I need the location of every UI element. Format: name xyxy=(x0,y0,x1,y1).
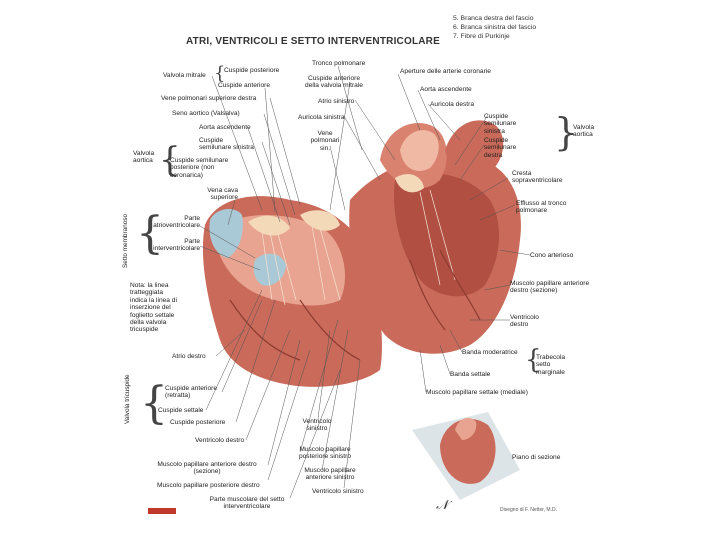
label-setto-membranoso: Setto membranoso xyxy=(122,214,129,268)
label-cuspide-semilunare-posteriore: Cuspide semilunare posteriore (non coron… xyxy=(170,157,229,179)
diagram-title: ATRI, VENTRICOLI E SETTO INTERVENTRICOLA… xyxy=(186,36,440,47)
label-valvola-mitrale: Valvola mitrale xyxy=(163,72,206,79)
label-ventricolo-sinistro-mid: Ventricolo sinistro xyxy=(302,418,332,433)
label-vene-polmonari-sin: Vene polmonari sin. xyxy=(310,130,340,152)
label-muscolo-papillare-anteriore-destro-top: Muscolo papillare anteriore destro (sezi… xyxy=(510,280,590,295)
label-cresta-sopraventricolare: Cresta sopraventricolare xyxy=(512,170,563,185)
label-ventricolo-destro-r: Ventricolo destro xyxy=(510,314,539,329)
label-muscolo-papillare-settale: Muscolo papillare settale (mediale) xyxy=(426,389,528,396)
label-atrio-sinistro: Atrio sinistro xyxy=(318,98,355,105)
label-cuspide-semilunare-destra: Cuspide semilunare destra xyxy=(484,137,517,159)
label-cuspide-settale: Cuspide settale xyxy=(158,407,204,414)
label-cuspide-anteriore-retratta: Cuspide anteriore (retratta) xyxy=(165,385,218,400)
label-ventricolo-sinistro-b: Ventricolo sinistro xyxy=(312,488,364,495)
brace-trabecola: { xyxy=(525,345,542,375)
label-muscolo-papillare-posteriore-sinistro: Muscolo papillare posteriore sinistro xyxy=(298,446,352,461)
red-footer-mark xyxy=(148,508,176,514)
label-muscolo-papillare-anteriore-destro: Muscolo papillare anteriore destro (sezi… xyxy=(157,461,257,476)
credit: Disegno di F. Netter, M.D. xyxy=(500,507,557,513)
label-piano-di-sezione: Piano di sezione xyxy=(512,454,561,461)
label-valvola-tricuspide: Valvola tricuspide xyxy=(124,374,131,424)
label-parte-atrioventricolare: Parte atrioventricolare xyxy=(153,215,200,230)
legend-item: 7. Fibre di Purkinje xyxy=(453,33,510,40)
label-auricola-sinistra: Auricola sinistra xyxy=(298,114,345,121)
label-tronco-polmonare: Tronco polmonare xyxy=(312,60,366,67)
label-seno-aortico: Seno aortico (Valsalva) xyxy=(172,110,240,117)
label-auricola-destra: Auricola destra xyxy=(430,101,474,108)
label-cuspide-semilunare-sinistra-l: Cuspide semilunare sinistra xyxy=(199,137,254,152)
label-cuspide-anteriore-mitrale: Cuspide anteriore della valvola mitrale xyxy=(305,75,363,90)
legend-item: 6. Branca sinistra del fascio xyxy=(453,24,537,31)
label-banda-settale: Banda settale xyxy=(450,371,491,378)
label-muscolo-papillare-anteriore-sinistro: Muscolo papillare anteriore sinistro xyxy=(304,467,356,482)
label-atrio-destro: Atrio destro xyxy=(172,353,206,360)
label-valvola-aortica-l: Valvola aortica xyxy=(133,150,155,165)
label-parte-muscolare: Parte muscolare del setto interventricol… xyxy=(209,496,285,511)
label-aorta-ascendente-top: Aorta ascendente xyxy=(420,86,472,93)
label-cuspide-posteriore-b: Cuspide posteriore xyxy=(170,419,226,426)
label-trabecola-setto-marginale: Trabecola setto marginale xyxy=(536,354,566,376)
label-ventricolo-destro-b: Ventricolo destro xyxy=(195,437,245,444)
label-aorta-ascendente: Aorta ascendente xyxy=(199,124,251,131)
legend: 5. Branca destra del fascio 6. Branca si… xyxy=(453,14,536,41)
brace-aortica-l: { xyxy=(159,140,181,180)
artist-signature-icon: 𝒩 xyxy=(436,498,449,513)
brace-setto: { xyxy=(136,208,164,259)
legend-item: 5. Branca destra del fascio xyxy=(453,15,534,22)
label-muscolo-papillare-posteriore-destro: Muscolo papillare posteriore destro xyxy=(157,482,260,489)
brace-tricuspide: { xyxy=(140,378,168,429)
label-banda-moderatrice: Banda moderatrice xyxy=(462,349,518,356)
label-cono-arterioso: Cono arterioso xyxy=(530,252,574,259)
brace-mitrale: { xyxy=(214,63,226,84)
label-cuspide-semilunare-sinistra-r: Cuspide semilunare sinistra xyxy=(484,113,517,135)
label-vene-polmonari-destra: Vene polmonari superiore destra xyxy=(161,95,257,102)
label-aperture-arterie-coronarie: Aperture delle arterie coronarie xyxy=(400,68,491,75)
label-efflusso-tronco-polmonare: Efflusso al tronco polmonare xyxy=(516,200,567,215)
label-cuspide-posteriore: Cuspide posteriore xyxy=(224,67,280,74)
label-valvola-aortica-r: Valvola aortica xyxy=(573,124,595,139)
label-nota: Nota: la linea tratteggiata indica la li… xyxy=(130,282,177,334)
brace-aortica-r: } xyxy=(554,110,579,154)
label-parte-interventricolare: Parte interventricolare xyxy=(153,238,200,253)
label-vena-cava-superiore: Vena cava superiore xyxy=(207,187,238,202)
label-cuspide-anteriore: Cuspide anteriore xyxy=(218,82,271,89)
